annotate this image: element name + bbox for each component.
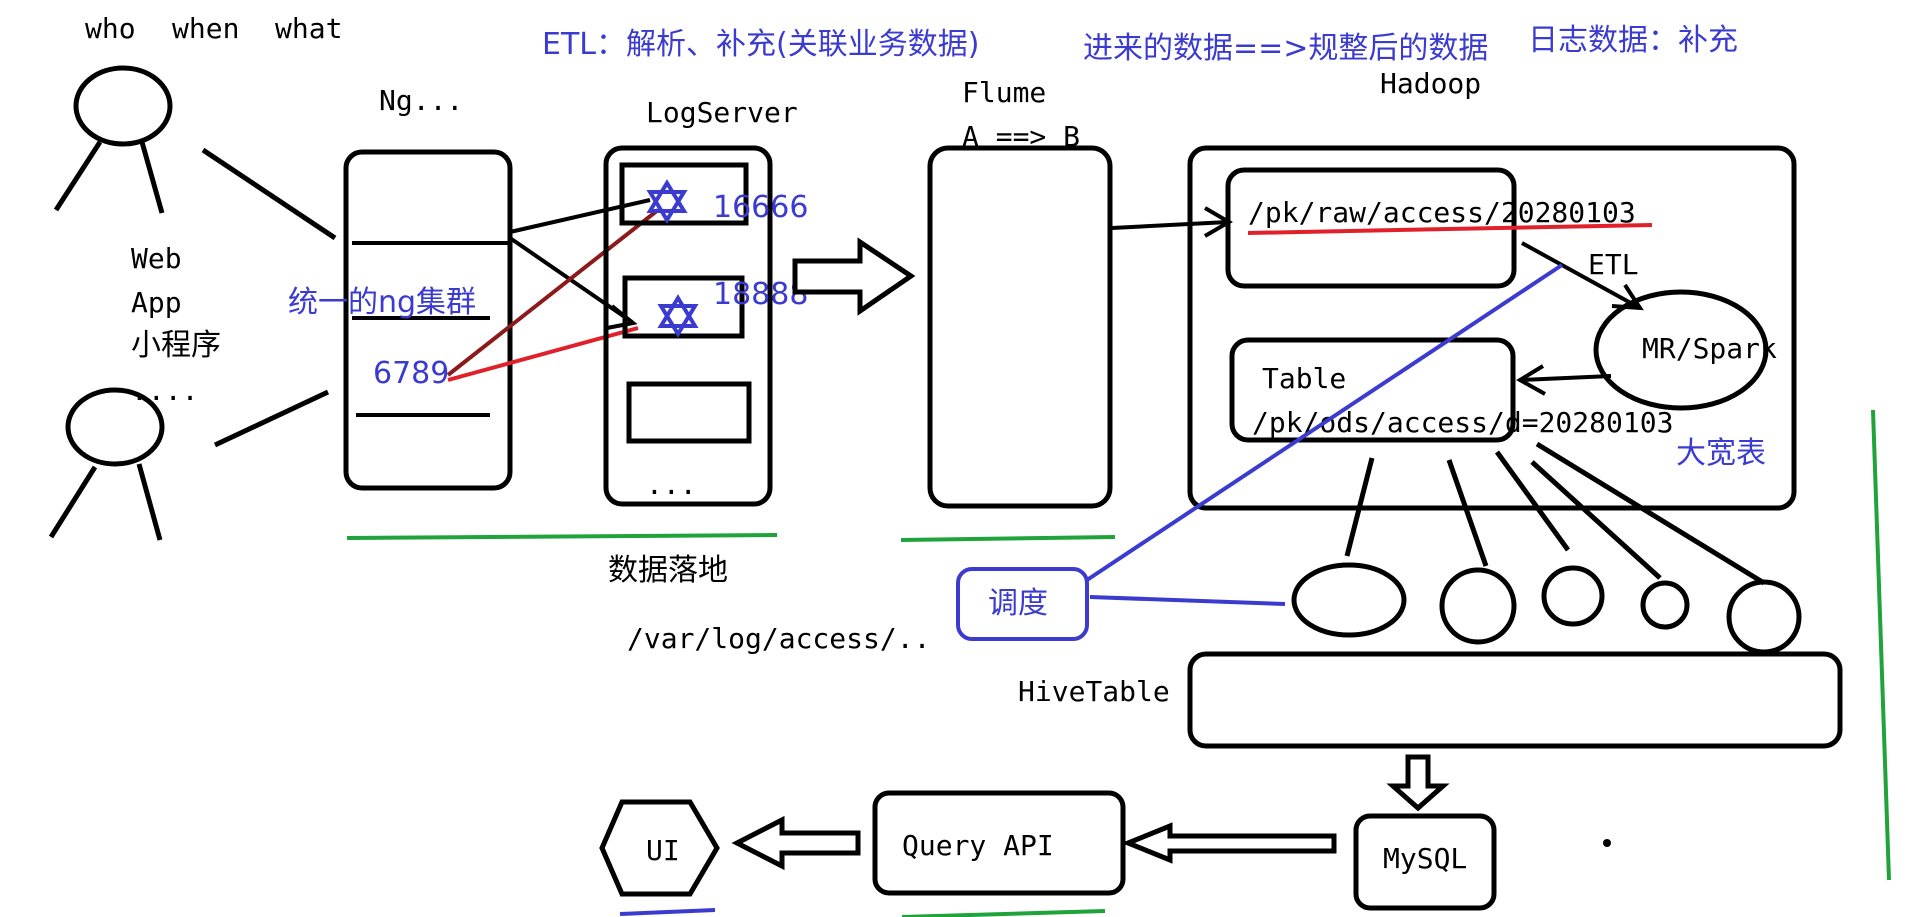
hive-label: HiveTable — [1018, 675, 1170, 708]
user-figure-bottom — [48, 387, 165, 541]
hadoop-box — [1187, 145, 1797, 511]
log-path: /var/log/access/.. — [627, 622, 930, 655]
flume-underline — [900, 535, 1116, 542]
query-api-box — [872, 790, 1126, 896]
hive-partition-4 — [1640, 580, 1690, 630]
raw-path: /pk/raw/access/20280103 — [1248, 196, 1636, 229]
engine-label: MR/Spark — [1642, 332, 1777, 365]
ods-path: /pk/ods/access/d=20280103 — [1252, 406, 1673, 439]
logserver-port-16666: 16666 — [713, 190, 808, 225]
data-landing-label: 数据落地 — [608, 553, 728, 588]
client-mini-program: 小程序 — [131, 328, 221, 363]
logserver-to-flume-arrow — [792, 237, 916, 316]
ods-table-box — [1229, 337, 1516, 443]
logserver-more: ... — [646, 468, 697, 501]
nginx-box — [343, 149, 513, 491]
user-figure-top — [53, 65, 173, 214]
what-label: what — [275, 12, 342, 45]
wide-table-label: 大宽表 — [1676, 436, 1766, 471]
engine-to-table-line — [1519, 374, 1612, 382]
hive-partition-1 — [1291, 562, 1407, 638]
query-api-underline — [901, 909, 1106, 917]
mysql-to-api-arrow — [1121, 822, 1337, 864]
hive-partition-5 — [1726, 579, 1802, 655]
star-icon — [646, 179, 688, 224]
query-api-label: Query API — [902, 829, 1054, 862]
who-label: who — [85, 12, 136, 45]
hive-partition-3 — [1541, 565, 1605, 627]
api-to-ui-arrow — [731, 815, 861, 871]
etl-label: ETL — [1588, 248, 1639, 281]
client-app: App — [131, 286, 182, 319]
right-separator-line — [1871, 409, 1891, 881]
logserver-node-2 — [622, 275, 745, 339]
when-label: when — [172, 12, 239, 45]
user-to-ng-line-top — [201, 147, 337, 241]
etl-note: ETL：解析、补充(关联业务数据) — [542, 27, 979, 62]
hive-table-box — [1187, 651, 1843, 749]
client-web: Web — [131, 242, 182, 275]
mr-spark-node — [1593, 289, 1769, 411]
log-note: 日志数据：补充 — [1528, 23, 1738, 58]
scheduler-label: 调度 — [988, 586, 1048, 621]
landing-underline — [346, 533, 778, 540]
raw-to-engine-line — [1521, 241, 1639, 309]
star-icon — [657, 294, 699, 338]
hadoop-title: Hadoop — [1380, 67, 1481, 100]
logserver-node-3 — [626, 381, 752, 444]
raw-path-underline — [1247, 223, 1653, 235]
logserver-box — [603, 145, 773, 507]
scheduler-to-etl-line — [1085, 263, 1564, 582]
nginx-cluster-label: 统一的ng集群 — [288, 285, 476, 320]
flume-box — [927, 145, 1113, 509]
logserver-node-1 — [619, 162, 749, 226]
scheduler-to-hive-line — [1089, 595, 1286, 606]
dot-mark — [1603, 839, 1611, 847]
ui-underline — [619, 908, 716, 916]
hive-to-mysql-arrow — [1386, 754, 1450, 812]
nginx-title: Ng... — [379, 84, 463, 117]
flume-title: Flume — [962, 76, 1046, 109]
ui-hexagon — [599, 799, 720, 897]
table-label: Table — [1262, 362, 1346, 395]
mysql-box — [1353, 813, 1497, 911]
nginx-port: 6789 — [373, 356, 449, 391]
flume-to-hadoop-line — [1111, 220, 1229, 230]
data-note: 进来的数据==>规整后的数据 — [1083, 31, 1488, 66]
port-to-16666-line — [446, 208, 660, 377]
scheduler-box — [956, 567, 1089, 641]
ng-to-server1-line — [509, 198, 651, 234]
mysql-label: MySQL — [1383, 842, 1467, 875]
ui-label: UI — [646, 834, 680, 867]
user-to-ng-line-bottom — [213, 389, 330, 448]
client-more: .... — [131, 374, 198, 407]
hive-partition-2 — [1439, 567, 1517, 645]
logserver-title: LogServer — [646, 96, 798, 129]
